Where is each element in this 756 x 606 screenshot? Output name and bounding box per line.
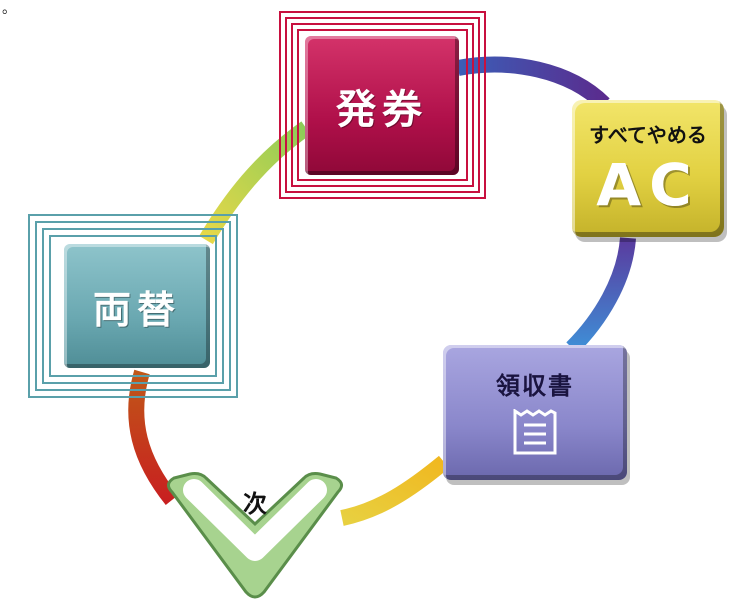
exchange-label: 両替 — [92, 287, 181, 332]
exchange-button[interactable]: 両替 — [64, 244, 210, 368]
next-button[interactable]: 次 — [160, 470, 350, 602]
chevron-down-icon — [167, 472, 343, 599]
cancel-all-label: AC — [596, 151, 700, 219]
receipt-label: 領収書 — [496, 372, 574, 400]
receipt-icon — [513, 409, 557, 455]
cancel-all-button[interactable]: すべてやめる AC — [572, 100, 724, 237]
receipt-button[interactable]: 領収書 — [443, 345, 627, 480]
issue-ticket-button[interactable]: 発券 — [305, 36, 459, 175]
issue-ticket-label: 発券 — [336, 86, 428, 133]
cancel-all-sublabel: すべてやめる — [589, 123, 707, 147]
next-label: 次 — [243, 490, 267, 518]
corner-mark: 。 — [2, 1, 16, 17]
